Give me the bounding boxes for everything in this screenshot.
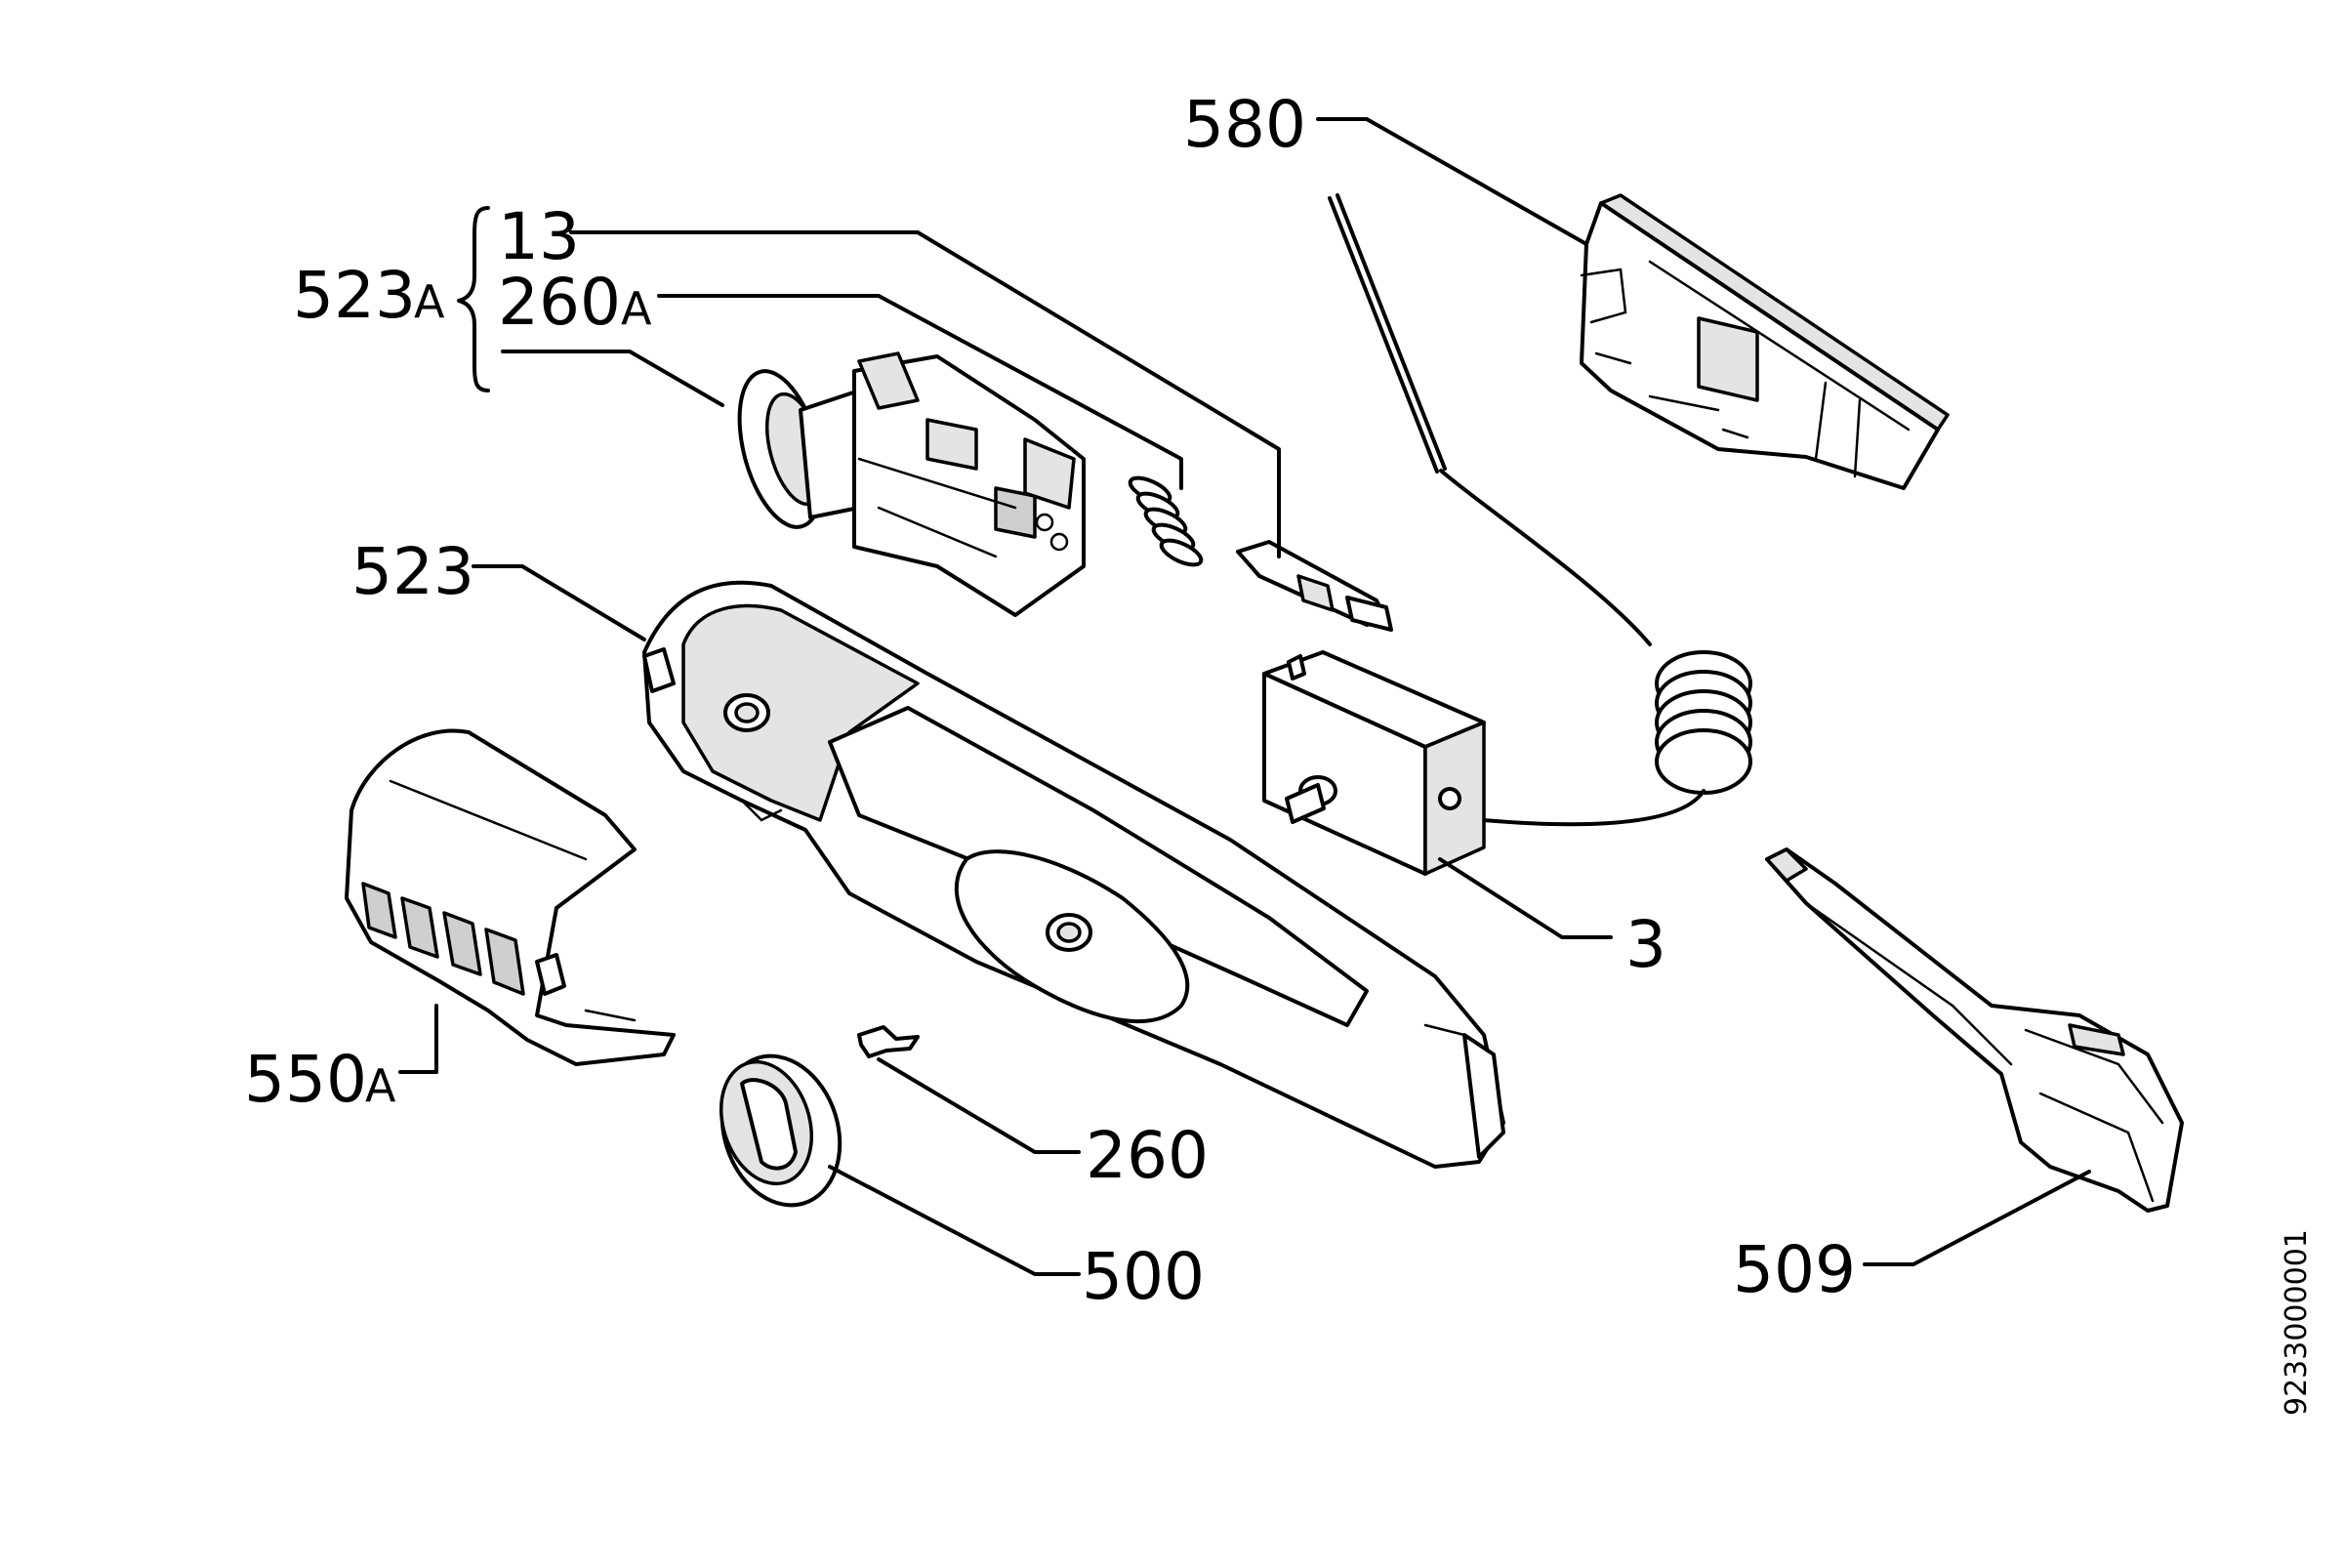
label-523: 523 xyxy=(351,534,474,609)
part-260-clip xyxy=(857,1025,920,1058)
label-523a-number: 523 xyxy=(293,258,416,333)
part-260a-spring xyxy=(1128,475,1204,567)
part-580-bracket xyxy=(1580,193,1950,490)
part-500-knob xyxy=(719,1053,843,1208)
part-13-plunger xyxy=(1236,540,1393,632)
part-523-housing xyxy=(642,580,1505,1169)
leader-lines xyxy=(398,117,2091,1276)
label-550a-number: 550 xyxy=(244,1042,367,1117)
label-523a-suffix: A xyxy=(414,275,445,328)
label-13: 13 xyxy=(498,199,580,274)
label-260: 260 xyxy=(1086,1118,1209,1193)
label-3: 3 xyxy=(1625,907,1666,982)
label-580: 580 xyxy=(1183,87,1306,162)
label-550a-suffix: A xyxy=(365,1059,396,1112)
drawing-code: 9233000001 xyxy=(2280,1229,2314,1416)
label-260a-number: 260 xyxy=(498,265,621,340)
part-523a-switch-assembly xyxy=(737,351,1086,617)
callout-labels: 580 13 260 A 523 A 523 3 550 A 260 500 5… xyxy=(244,87,2314,1416)
part-509-lever xyxy=(1765,847,2184,1213)
part-3-thermostat xyxy=(1262,193,1752,876)
part-550a-cover xyxy=(345,728,676,1066)
label-509: 509 xyxy=(1733,1232,1856,1307)
label-500: 500 xyxy=(1082,1239,1205,1314)
label-260a-suffix: A xyxy=(621,282,652,335)
